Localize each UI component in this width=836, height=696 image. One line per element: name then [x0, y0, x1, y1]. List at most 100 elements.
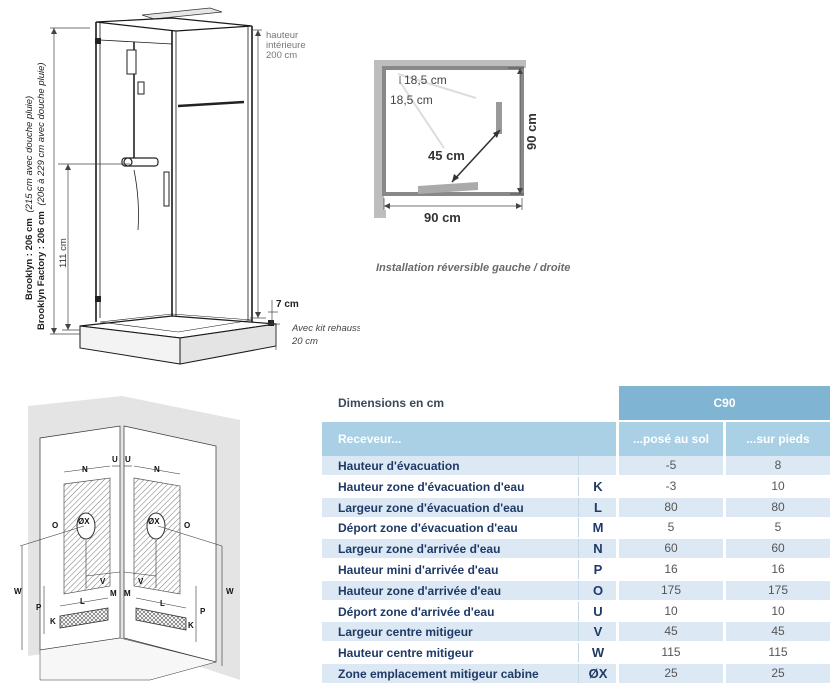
table-header-label: Dimensions en cm: [338, 396, 445, 410]
row-code: V: [578, 622, 617, 642]
plan-dim-1: 18,5 cm: [404, 73, 447, 87]
row-code: N: [578, 539, 617, 559]
tray-height-label: 7 cm: [276, 299, 299, 310]
row-value-floor: 115: [619, 643, 723, 663]
cabin-frame: [95, 17, 253, 334]
row-name: Hauteur zone d'évacuation d'eau: [322, 476, 616, 496]
height-label-2: Brooklyn Factory : 206 cm (206 à 229 cm …: [36, 62, 47, 330]
row-value-floor: 25: [619, 664, 723, 683]
row-value-floor: -5: [619, 456, 723, 475]
row-value-feet: 175: [726, 580, 830, 600]
riser-kit-line-1: Avec kit rehausse: [291, 323, 360, 334]
col-floor: ...posé au sol: [619, 422, 723, 456]
row-name: Largeur zone d'arrivée d'eau: [322, 539, 616, 559]
row-value-feet: 10: [726, 476, 830, 496]
wall-letter: L: [160, 599, 165, 608]
row-code: L: [578, 497, 617, 517]
interior-height-line-3: 200 cm: [266, 50, 297, 61]
riser-kit-line-2: 20 cm: [291, 336, 318, 347]
shelf: [177, 100, 245, 108]
wall-letter: N: [82, 465, 88, 474]
row-code: P: [578, 560, 617, 579]
wall-letter: O: [184, 521, 190, 530]
col-feet: ...sur pieds: [726, 422, 830, 456]
tap-height-label: 111 cm: [58, 238, 69, 268]
wall-letter: V: [138, 577, 144, 586]
hinge: [95, 38, 101, 44]
wall-letter: K: [50, 617, 56, 626]
rain-shower-head: [141, 7, 223, 20]
wall-letter: V: [100, 577, 106, 586]
wall-letter: P: [36, 603, 42, 612]
row-value-floor: 45: [619, 622, 723, 642]
wall-letter: U: [112, 455, 118, 464]
table-subheader: Receveur... ...posé au sol ...sur pieds: [322, 422, 830, 456]
interior-height-line-2: intérieure: [266, 40, 306, 51]
wall-letter: ØX: [148, 517, 160, 526]
row-value-feet: 115: [726, 643, 830, 663]
row-value-feet: 10: [726, 601, 830, 621]
wall-letter: P: [200, 607, 206, 616]
row-name: Hauteur mini d'arrivée d'eau: [322, 560, 616, 579]
row-name: Hauteur centre mitigeur: [322, 643, 616, 663]
row-name: Largeur centre mitigeur: [322, 622, 616, 642]
wall-letter: M: [124, 589, 131, 598]
row-code: K: [578, 476, 617, 496]
shower-column: [121, 42, 159, 231]
row-code: U: [578, 601, 617, 621]
wall-letter: L: [80, 597, 85, 606]
row-value-floor: 60: [619, 539, 723, 559]
height-label-1: Brooklyn : 206 cm (215 cm avec douche pl…: [24, 96, 35, 300]
row-value-floor: 80: [619, 497, 723, 517]
tray-outline: [382, 66, 524, 196]
hinge: [268, 320, 274, 326]
plan-dim-2: 18,5 cm: [390, 93, 433, 107]
plan-caption: Installation réversible gauche / droite: [376, 262, 571, 274]
row-code: M: [578, 518, 617, 538]
row-value-feet: 25: [726, 664, 830, 683]
model-header: C90: [619, 386, 830, 420]
row-value-feet: 8: [726, 456, 830, 475]
plan-width: 90 cm: [424, 210, 461, 225]
wall-letter: M: [110, 589, 117, 598]
shower-tray: [79, 313, 277, 365]
row-value-floor: 10: [619, 601, 723, 621]
wall-letter: N: [154, 465, 160, 474]
wall-letter: K: [188, 621, 194, 630]
row-value-feet: 5: [726, 518, 830, 538]
row-code: W: [578, 643, 617, 663]
row-name: Déport zone d'évacuation d'eau: [322, 518, 616, 538]
wall-letter: W: [14, 587, 22, 596]
row-value-feet: 16: [726, 560, 830, 579]
hinge: [95, 296, 101, 302]
row-value-feet: 80: [726, 497, 830, 517]
row-value-floor: 5: [619, 518, 723, 538]
receiver-label: Receveur...: [322, 422, 616, 456]
shower-cabin-drawing: Brooklyn : 206 cm (215 cm avec douche pl…: [24, 7, 360, 365]
row-value-floor: 175: [619, 580, 723, 600]
row-code: ØX: [578, 664, 617, 683]
wall-diagram: N U U N O ØX ØX O V V W W P P L M M L K …: [14, 396, 240, 681]
row-value-floor: -3: [619, 476, 723, 496]
wall-letter: ØX: [78, 517, 90, 526]
door-handle: [163, 171, 170, 207]
row-code: [578, 456, 617, 475]
row-name: Hauteur d'évacuation: [322, 456, 616, 475]
row-name: Déport zone d'arrivée d'eau: [322, 601, 616, 621]
wall-letter: W: [226, 587, 234, 596]
wall-letter: U: [125, 455, 131, 464]
row-name: Zone emplacement mitigeur cabine: [322, 664, 616, 683]
row-code: O: [578, 580, 617, 600]
plan-diagonal: 45 cm: [428, 148, 465, 163]
